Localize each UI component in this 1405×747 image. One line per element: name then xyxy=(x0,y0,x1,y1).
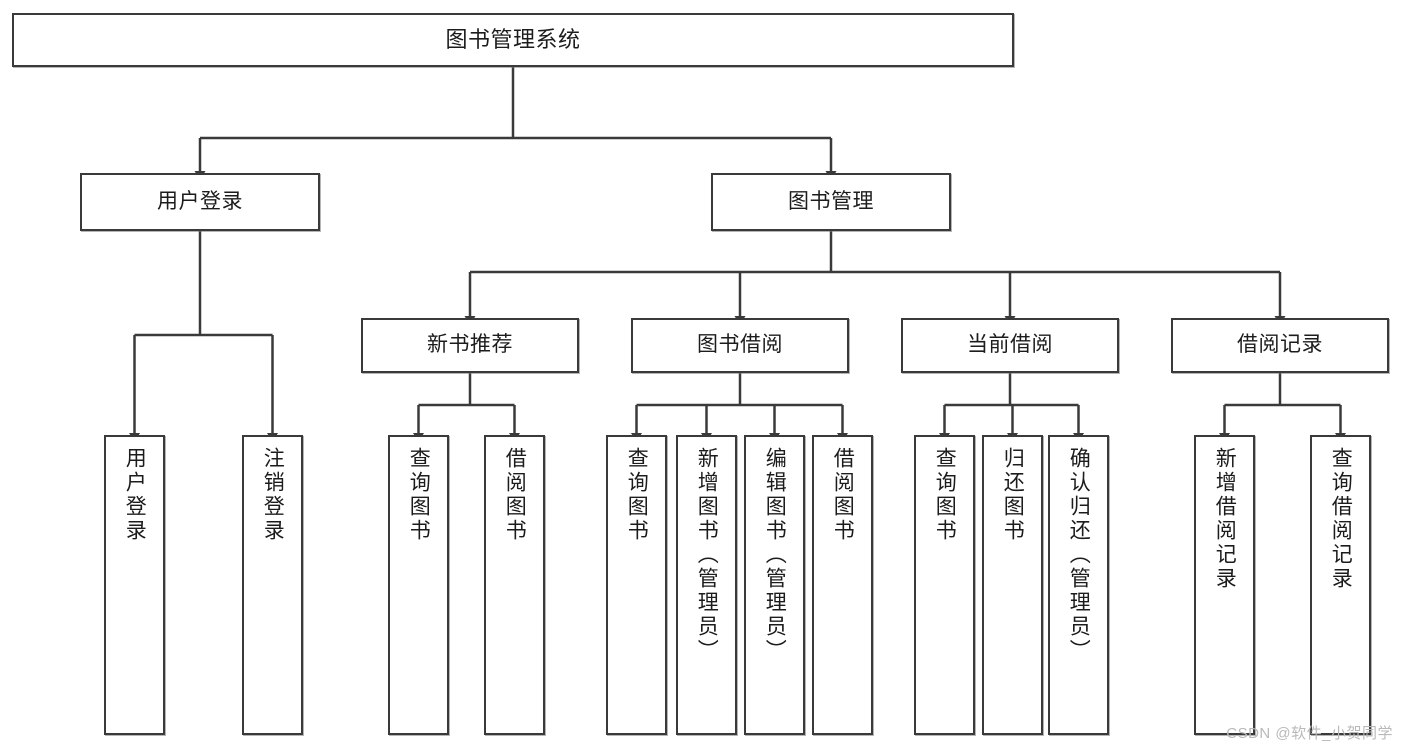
node-label: 图书管理 xyxy=(788,189,874,213)
node-label: 图书管理系统 xyxy=(445,27,581,53)
node-leaf-borrow-book-2[interactable]: 借阅图书 xyxy=(812,435,873,735)
node-leaf-query-book-3[interactable]: 查询图书 xyxy=(914,435,975,735)
node-label: 查询图书 xyxy=(407,447,431,543)
node-leaf-add-book[interactable]: 新增图书（管理员） xyxy=(676,435,737,735)
node-leaf-edit-book[interactable]: 编辑图书（管理员） xyxy=(744,435,805,735)
node-label: 新增图书（管理员） xyxy=(695,447,719,663)
node-label: 用户登录 xyxy=(157,189,243,213)
node-label: 新增借阅记录 xyxy=(1213,447,1237,591)
node-label: 注销登录 xyxy=(261,447,285,543)
node-leaf-query-book-2[interactable]: 查询图书 xyxy=(606,435,667,735)
watermark-credit: CSDN @软件_小贺同学 xyxy=(1226,725,1393,742)
node-label: 新书推荐 xyxy=(427,333,513,357)
node-label: 查询图书 xyxy=(625,447,649,543)
node-root[interactable]: 图书管理系统 xyxy=(12,13,1014,67)
node-current-borrow[interactable]: 当前借阅 xyxy=(901,318,1119,373)
node-label: 用户登录 xyxy=(123,447,147,543)
node-borrow-record[interactable]: 借阅记录 xyxy=(1171,318,1389,373)
node-label: 当前借阅 xyxy=(967,333,1053,357)
node-label: 借阅记录 xyxy=(1237,333,1323,357)
node-label: 编辑图书（管理员） xyxy=(763,447,787,663)
node-leaf-query-book-1[interactable]: 查询图书 xyxy=(388,435,449,735)
node-leaf-query-record[interactable]: 查询借阅记录 xyxy=(1310,435,1371,735)
node-book-manage[interactable]: 图书管理 xyxy=(711,173,951,231)
node-leaf-add-record[interactable]: 新增借阅记录 xyxy=(1194,435,1255,735)
node-new-book-rec[interactable]: 新书推荐 xyxy=(361,318,579,373)
node-label: 归还图书 xyxy=(1001,447,1025,543)
node-leaf-logout[interactable]: 注销登录 xyxy=(242,435,303,735)
node-leaf-borrow-book-1[interactable]: 借阅图书 xyxy=(484,435,545,735)
node-label: 借阅图书 xyxy=(831,447,855,543)
node-leaf-confirm-return[interactable]: 确认归还（管理员） xyxy=(1048,435,1109,735)
node-leaf-user-login[interactable]: 用户登录 xyxy=(104,435,165,735)
node-leaf-return-book[interactable]: 归还图书 xyxy=(982,435,1043,735)
node-label: 借阅图书 xyxy=(503,447,527,543)
node-label: 确认归还（管理员） xyxy=(1067,447,1091,663)
node-book-borrow[interactable]: 图书借阅 xyxy=(631,318,849,373)
node-label: 查询图书 xyxy=(933,447,957,543)
node-user-login[interactable]: 用户登录 xyxy=(80,173,320,231)
node-label: 图书借阅 xyxy=(697,333,783,357)
node-label: 查询借阅记录 xyxy=(1329,447,1353,591)
